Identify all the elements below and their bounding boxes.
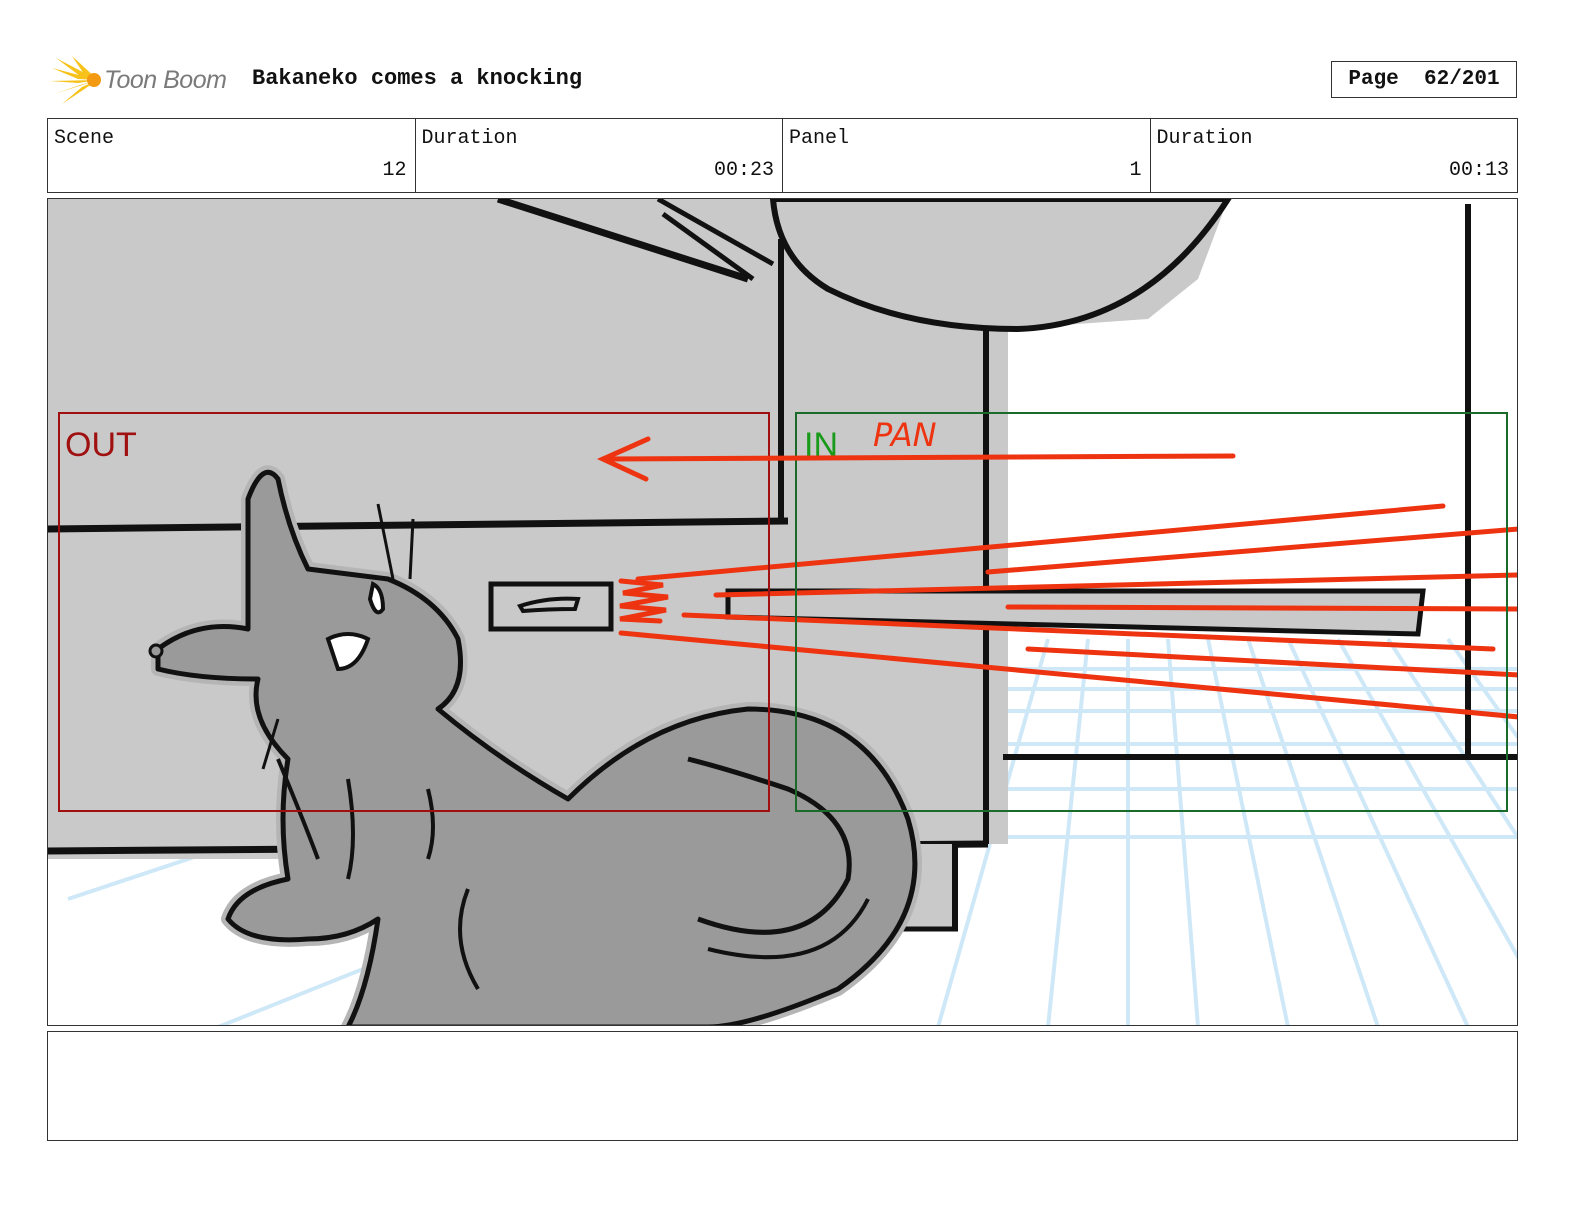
project-title: Bakaneko comes a knocking	[252, 66, 583, 91]
floor-grid	[67, 637, 1517, 1025]
page-number: 62/201	[1424, 68, 1500, 91]
panel-label: Panel	[789, 127, 850, 150]
logo-text: Toon Boom	[104, 66, 227, 94]
pan-arrow	[596, 436, 1236, 482]
toon-boom-logo: Toon Boom	[50, 54, 240, 108]
starburst-icon	[50, 56, 101, 104]
panel-notes-box	[47, 1031, 1518, 1141]
camera-frame-out: OUT	[58, 412, 770, 812]
panel-value: 1	[1129, 159, 1142, 182]
panel-duration-value: 00:13	[1448, 159, 1509, 182]
page-indicator: Page 62/201	[1331, 61, 1517, 98]
mail-slot	[488, 581, 1426, 637]
panel-drawing: OUT IN PAN	[48, 199, 1517, 1025]
page-label: Page	[1348, 68, 1399, 91]
storyboard-panel: OUT IN PAN	[47, 198, 1518, 1026]
scene-duration-label: Duration	[421, 127, 518, 150]
panel-duration-cell: Duration 00:13	[1151, 119, 1518, 192]
panel-duration-label: Duration	[1156, 127, 1253, 150]
cat-character	[148, 465, 922, 1025]
scene-value: 12	[382, 159, 407, 182]
scene-duration-cell: Duration 00:23	[416, 119, 783, 192]
scene-label: Scene	[54, 127, 115, 150]
out-label: OUT	[65, 426, 137, 464]
pan-label: PAN	[873, 416, 937, 454]
panel-info-table: Scene 12 Duration 00:23 Panel 1 Duration…	[47, 118, 1518, 193]
scene-duration-value: 00:23	[713, 159, 774, 182]
speed-lines	[618, 503, 1517, 720]
scene-cell: Scene 12	[48, 119, 416, 192]
panel-cell: Panel 1	[783, 119, 1151, 192]
